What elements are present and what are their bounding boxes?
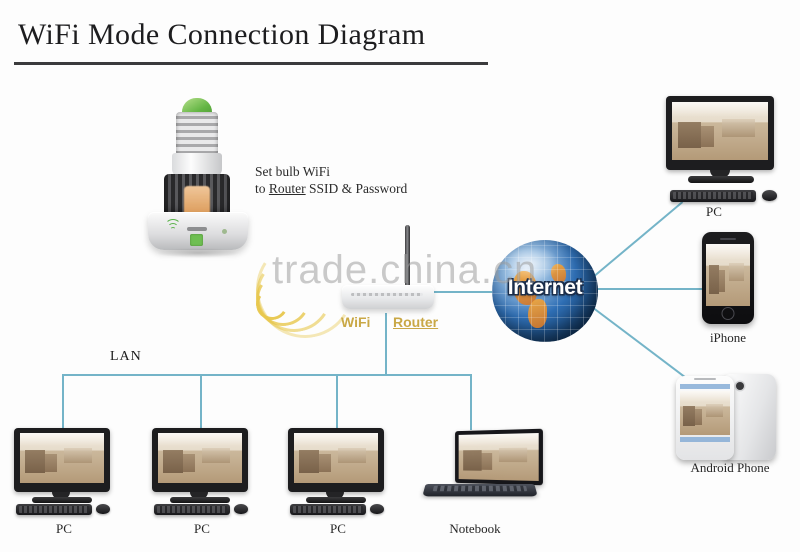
lan-pc-1[interactable] (14, 428, 118, 508)
notebook-label: Notebook (449, 521, 501, 536)
link-router-to-lan-bus (385, 313, 387, 375)
iphone-home-button[interactable] (721, 307, 735, 320)
router-label: Router (393, 314, 439, 330)
globe-highlight (504, 246, 560, 281)
mouse (370, 504, 384, 514)
lan-drop-pc-1 (62, 374, 64, 430)
router-body (342, 285, 434, 309)
monitor-screen (158, 433, 242, 483)
link-internet-to-iphone (594, 288, 704, 290)
iphone-screen (706, 244, 750, 306)
monitor-screen (20, 433, 104, 483)
keyboard (16, 504, 92, 515)
screen-room-photo (158, 433, 242, 483)
screen-room-photo (458, 432, 539, 482)
pc-top-right[interactable] (666, 96, 784, 188)
wifi-bulb-camera[interactable] (146, 98, 250, 258)
wifi-icon (165, 219, 181, 233)
monitor-stand (326, 492, 344, 499)
bulb-slot (187, 227, 207, 231)
lock-icon (190, 234, 203, 246)
monitor-foot (170, 497, 230, 503)
wifi-label: WiFi (341, 314, 371, 330)
pc-top-right-label: PC (706, 204, 722, 219)
link-internet-to-android (583, 300, 687, 379)
mouse (96, 504, 110, 514)
monitor-screen (294, 433, 378, 483)
screen-room-photo (672, 102, 768, 160)
notebook-keyboard-deck (422, 484, 538, 497)
router-antenna (405, 225, 410, 287)
android-phone-device[interactable] (676, 372, 784, 462)
monitor-foot (306, 497, 366, 503)
notebook-screen (458, 432, 539, 482)
lan-pc-2-label: PC (194, 521, 210, 536)
bulb-screw-base (176, 112, 218, 156)
lan-pc-1-label: PC (56, 521, 72, 536)
screen-room-photo (294, 433, 378, 483)
mouse (762, 190, 777, 201)
lan-pc-3[interactable] (288, 428, 392, 508)
monitor-stand (710, 170, 730, 178)
monitor-foot (688, 176, 754, 183)
lan-drop-notebook (470, 374, 472, 430)
router-led-strip (351, 293, 423, 296)
mouse (234, 504, 248, 514)
camera-icon (736, 382, 744, 390)
lan-bus-line (62, 374, 472, 376)
page-title: WiFi Mode Connection Diagram (18, 18, 426, 51)
bulb-neck (172, 153, 222, 177)
notebook-lid (455, 428, 543, 486)
android-status-bar (680, 384, 730, 389)
iphone-device[interactable] (702, 232, 754, 324)
link-internet-to-pc-top (585, 201, 684, 284)
bulb-note-line-2: to Router SSID & Password (255, 180, 407, 197)
bulb-shadow (156, 248, 240, 258)
monitor-stand (52, 492, 70, 499)
internet-label: Internet (507, 276, 583, 299)
internet-globe[interactable] (492, 240, 598, 342)
iphone-label: iPhone (709, 330, 747, 345)
screen-room-photo (20, 433, 104, 483)
lan-drop-pc-3 (336, 374, 338, 430)
bulb-note-router-underlined: Router (268, 181, 306, 196)
wifi-signal-arcs-icon (246, 230, 364, 348)
wireless-router[interactable] (342, 225, 434, 313)
lan-label: LAN (110, 349, 142, 364)
lan-drop-pc-2 (200, 374, 202, 430)
android-bottom-bar (680, 437, 730, 442)
link-router-to-internet (434, 291, 496, 293)
notebook-device[interactable] (422, 428, 543, 504)
screen-room-photo (706, 244, 750, 306)
keyboard (670, 190, 756, 202)
android-phone-label: Android Phone (690, 460, 770, 475)
globe-sphere (492, 240, 598, 342)
screen-room-photo (680, 391, 730, 435)
keyboard (154, 504, 230, 515)
bulb-note-suffix: SSID & Password (305, 181, 408, 196)
android-screen (680, 391, 730, 435)
keyboard (290, 504, 366, 515)
title-underline-rule (14, 62, 488, 65)
lan-pc-2[interactable] (152, 428, 256, 508)
monitor-foot (32, 497, 92, 503)
lan-pc-3-label: PC (330, 521, 346, 536)
monitor-stand (190, 492, 208, 499)
bulb-note-line-1: Set bulb WiFi (255, 164, 330, 179)
monitor-screen (672, 102, 768, 160)
android-speaker (694, 378, 716, 380)
iphone-earpiece (720, 238, 736, 240)
bulb-indicator-dot (222, 229, 227, 234)
bulb-note-prefix: to (255, 181, 269, 196)
